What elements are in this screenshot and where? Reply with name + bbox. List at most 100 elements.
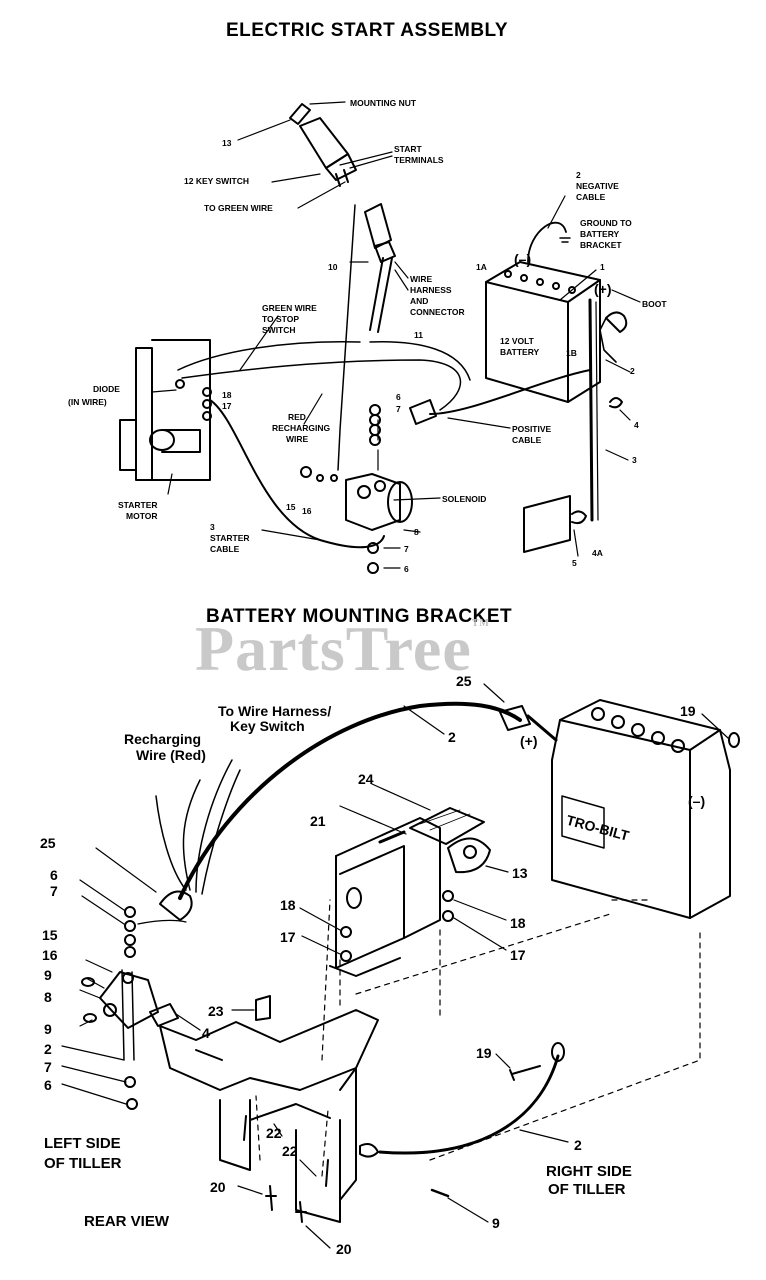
callout-24: 24 bbox=[358, 771, 374, 787]
label-ground-2: BATTERY bbox=[580, 229, 620, 239]
label-green-wire-1: GREEN WIRE bbox=[262, 303, 317, 313]
callout-7-lower: 7 bbox=[404, 544, 409, 554]
bottom-callouts: To Wire Harness/ Key Switch 25 Rechargin… bbox=[40, 673, 705, 1257]
callout-3-top: 3 bbox=[632, 455, 637, 465]
label-red-3: WIRE bbox=[286, 434, 309, 444]
label-red-1: RED bbox=[288, 412, 306, 422]
starter-motor bbox=[119, 339, 211, 481]
callout-2-top: 2 bbox=[630, 366, 635, 376]
key-switch-part bbox=[289, 103, 357, 187]
callout-2-neg: 2 bbox=[576, 170, 581, 180]
label-red-2: RECHARGING bbox=[272, 423, 330, 433]
callout-17-right: 17 bbox=[510, 947, 526, 963]
label-green-wire-2: TO STOP bbox=[262, 314, 299, 324]
label-diode-1: DIODE bbox=[93, 384, 120, 394]
callout-9-left-b: 9 bbox=[44, 1021, 52, 1037]
callout-1: 1 bbox=[600, 262, 605, 272]
label-starter-1: STARTER bbox=[118, 500, 158, 510]
callout-18-right: 18 bbox=[510, 915, 526, 931]
top-callouts: MOUNTING NUT 13 START TERMINALS 12 KEY S… bbox=[68, 98, 667, 574]
callout-4-top: 4 bbox=[634, 420, 639, 430]
callout-22-b: 22 bbox=[282, 1143, 298, 1159]
label-boot: BOOT bbox=[642, 299, 667, 309]
callout-15-bottom: 15 bbox=[42, 927, 58, 943]
callout-8-top: 8 bbox=[414, 527, 419, 537]
partstree-watermark: PartsTreeTM bbox=[195, 613, 490, 684]
label-minus-bottom: (–) bbox=[688, 793, 705, 809]
label-right-side-1: RIGHT SIDE bbox=[546, 1163, 632, 1180]
bracket-21 bbox=[329, 817, 441, 977]
callout-17-left: 17 bbox=[280, 929, 296, 945]
label-recharging: Recharging bbox=[124, 731, 201, 747]
callout-20-bottom: 20 bbox=[336, 1241, 352, 1257]
callout-23: 23 bbox=[208, 1003, 224, 1019]
callout-17-top: 17 bbox=[222, 401, 232, 411]
label-mounting-nut: MOUNTING NUT bbox=[350, 98, 417, 108]
callout-6-top: 6 bbox=[396, 392, 401, 402]
label-plus-bottom: (+) bbox=[520, 733, 538, 749]
callout-7-top: 7 bbox=[396, 404, 401, 414]
label-wire-3: AND bbox=[410, 296, 428, 306]
bracket-solenoid bbox=[99, 969, 159, 1061]
callout-2-right: 2 bbox=[574, 1137, 582, 1153]
label-solenoid: SOLENOID bbox=[442, 494, 486, 504]
callout-1a: 1A bbox=[476, 262, 487, 272]
label-negative: NEGATIVE bbox=[576, 181, 619, 191]
label-wire-1: WIRE bbox=[410, 274, 433, 284]
callout-7-left: 7 bbox=[50, 883, 58, 899]
label-minus-top: (–) bbox=[514, 251, 531, 267]
label-positive-1: POSITIVE bbox=[512, 424, 552, 434]
callout-1b: 1B bbox=[566, 348, 577, 358]
label-key-switch: 12 KEY SWITCH bbox=[184, 176, 249, 186]
label-right-side-2: OF TILLER bbox=[548, 1181, 626, 1198]
label-positive-2: CABLE bbox=[512, 435, 542, 445]
label-battery-1: 12 VOLT bbox=[500, 336, 535, 346]
callout-6-left-b: 6 bbox=[44, 1077, 52, 1093]
solenoid bbox=[345, 473, 413, 531]
callout-2-left: 2 bbox=[44, 1041, 52, 1057]
callout-4a: 4A bbox=[592, 548, 603, 558]
label-battery-2: BATTERY bbox=[500, 347, 540, 357]
label-starter-2: MOTOR bbox=[126, 511, 157, 521]
callout-4-bottom: 4 bbox=[202, 1025, 210, 1041]
callout-16-top: 16 bbox=[302, 506, 312, 516]
label-start-terminals-2: TERMINALS bbox=[394, 155, 444, 165]
label-plus-top: (+) bbox=[594, 281, 612, 297]
callout-6-lower: 6 bbox=[404, 564, 409, 574]
callout-19-top: 19 bbox=[680, 703, 696, 719]
callout-25-top: 25 bbox=[456, 673, 472, 689]
callout-22-a: 22 bbox=[266, 1125, 282, 1141]
tiller-frame bbox=[159, 1009, 379, 1223]
callout-7-left-b: 7 bbox=[44, 1059, 52, 1075]
callout-10: 10 bbox=[328, 262, 338, 272]
label-green-wire-3: SWITCH bbox=[262, 325, 296, 335]
label-left-side-2: OF TILLER bbox=[44, 1155, 122, 1172]
callout-18-top: 18 bbox=[222, 390, 232, 400]
callout-6-left: 6 bbox=[50, 867, 58, 883]
callout-8-bottom: 8 bbox=[44, 989, 52, 1005]
callout-20-left: 20 bbox=[210, 1179, 226, 1195]
callout-19-right: 19 bbox=[476, 1045, 492, 1061]
label-to-wire-harness: To Wire Harness/ bbox=[218, 703, 331, 719]
label-wire-4: CONNECTOR bbox=[410, 307, 465, 317]
callout-11: 11 bbox=[414, 330, 423, 340]
label-starter-cable-2: CABLE bbox=[210, 544, 240, 554]
label-key-switch-b: Key Switch bbox=[230, 718, 305, 734]
diagram-title-electric-start: ELECTRIC START ASSEMBLY bbox=[226, 20, 509, 41]
label-ground-1: GROUND TO bbox=[580, 218, 632, 228]
callout-5: 5 bbox=[572, 558, 577, 568]
diagram-title-battery-bracket: BATTERY MOUNTING BRACKET bbox=[206, 606, 513, 627]
label-wire-red: Wire (Red) bbox=[136, 747, 206, 763]
callout-9-right: 9 bbox=[492, 1215, 500, 1231]
label-wire-2: HARNESS bbox=[410, 285, 452, 295]
label-starter-cable-1: STARTER bbox=[210, 533, 250, 543]
label-neg-cable: CABLE bbox=[576, 192, 606, 202]
battery-12-volt bbox=[485, 261, 601, 403]
callout-13: 13 bbox=[222, 138, 232, 148]
callout-15-top: 15 bbox=[286, 502, 296, 512]
label-diode-2: (IN WIRE) bbox=[68, 397, 107, 407]
callout-21: 21 bbox=[310, 813, 326, 829]
callout-3-starter: 3 bbox=[210, 522, 215, 532]
label-to-green-wire: TO GREEN WIRE bbox=[204, 203, 273, 213]
